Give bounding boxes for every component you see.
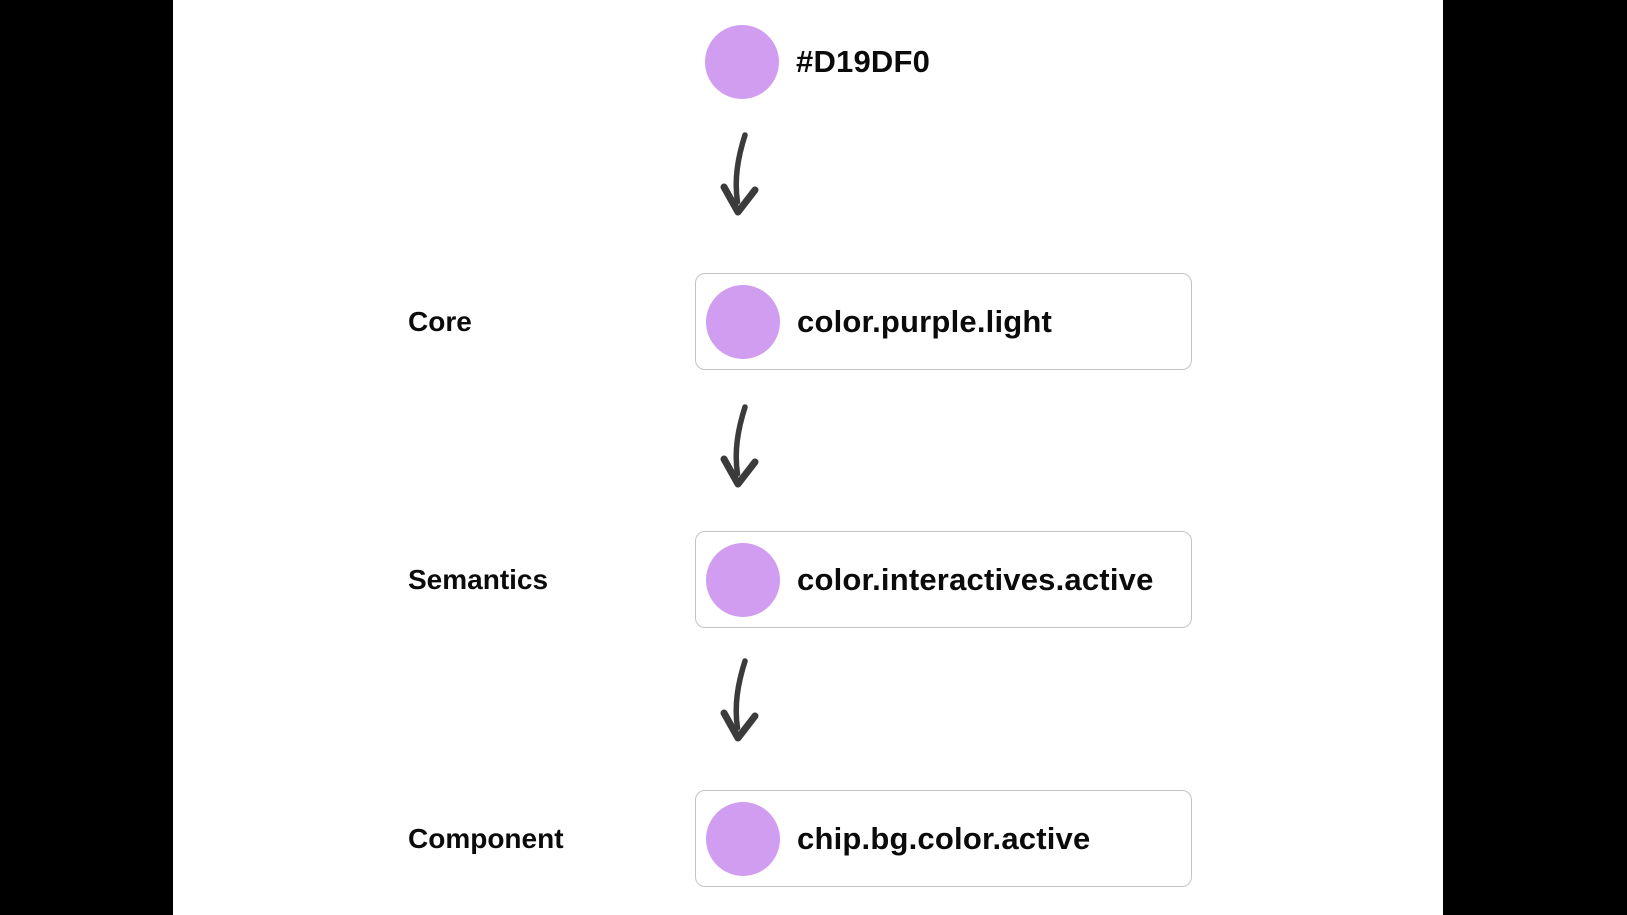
token-box-semantics: color.interactives.active [695, 531, 1192, 628]
down-arrow-icon [717, 658, 763, 746]
level-label-core: Core [408, 305, 472, 337]
down-arrow-icon [717, 132, 763, 220]
source-color-row: #D19DF0 [705, 25, 930, 99]
token-box-core: color.purple.light [695, 273, 1192, 370]
source-color-swatch-circle [705, 25, 779, 99]
token-swatch-circle [706, 542, 780, 617]
diagram-canvas: #D19DF0 Core color.purple.light Semantic… [173, 0, 1443, 915]
hex-value-label: #D19DF0 [796, 44, 931, 79]
token-swatch-circle [706, 801, 780, 876]
token-name-component: chip.bg.color.active [797, 820, 1091, 856]
level-label-component: Component [408, 822, 564, 854]
down-arrow-icon [717, 404, 763, 492]
token-box-component: chip.bg.color.active [695, 790, 1192, 887]
token-swatch-circle [706, 284, 780, 359]
level-label-semantics: Semantics [408, 563, 549, 595]
token-name-semantics: color.interactives.active [797, 561, 1154, 597]
token-name-core: color.purple.light [797, 303, 1053, 339]
